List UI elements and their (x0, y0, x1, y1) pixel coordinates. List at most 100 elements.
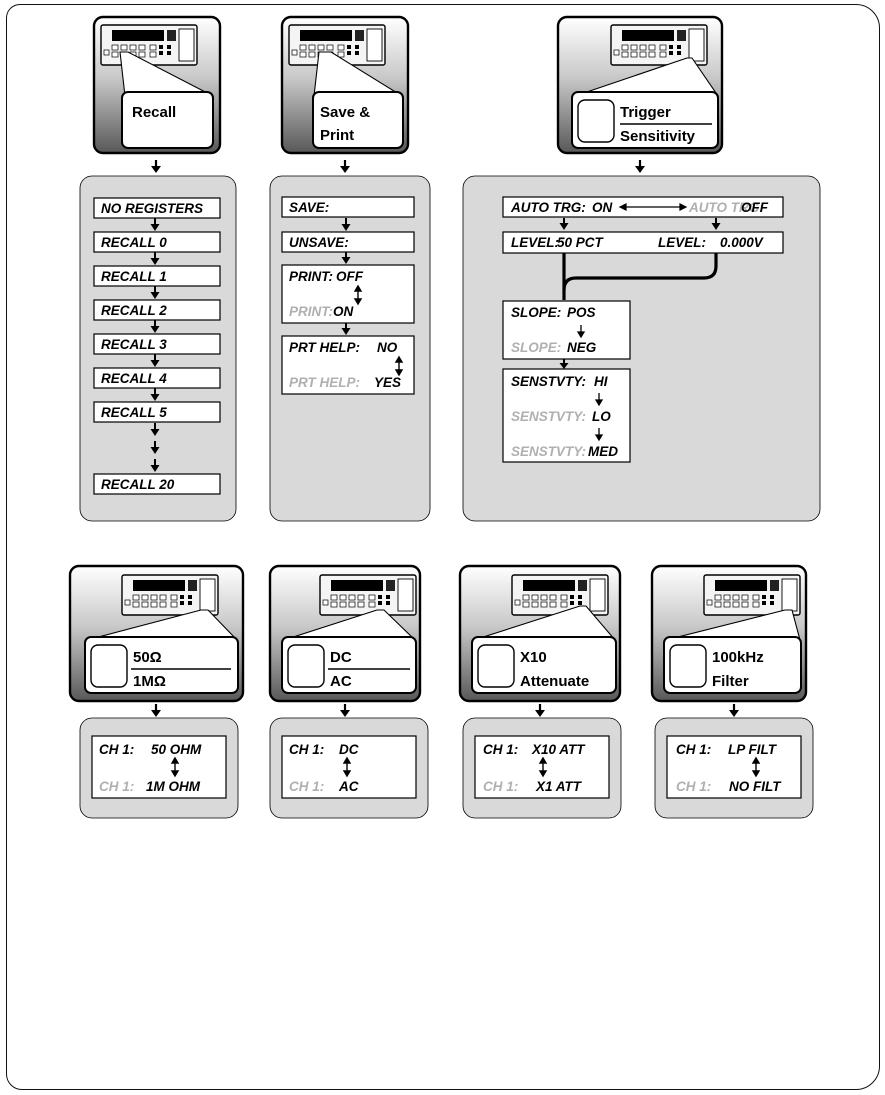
save-display-item (281, 196, 415, 218)
down-arrow-icon (341, 218, 351, 335)
impedance-b: 1M OHM (146, 779, 201, 794)
attenuate-key-label-2: Attenuate (520, 673, 589, 690)
recall-item-last: RECALL 20 (101, 477, 175, 492)
key-cap-icon (287, 644, 325, 688)
slope-label: SLOPE: (511, 305, 561, 320)
down-arrow-icon (340, 704, 350, 717)
attenuate-key-label-1: X10 (520, 649, 547, 666)
instrument-front-panel-icon (121, 574, 219, 616)
auto-trigger-on: ON (592, 200, 613, 215)
recall-item-3: RECALL 2 (101, 303, 167, 318)
trigger-key-label-1: Trigger (620, 104, 671, 121)
down-arrow-icon (559, 359, 569, 369)
print-help-label-dim: PRT HELP: (289, 375, 360, 390)
ch-label: CH 1: (99, 742, 134, 757)
print-help-display-item (281, 335, 415, 395)
recall-item-2: RECALL 1 (101, 269, 167, 284)
filter-menu-panel: CH 1: LP FILT CH 1: NO FILT (654, 717, 814, 819)
level-display (502, 231, 784, 254)
print-help-label: PRT HELP: (289, 340, 360, 355)
page-frame (6, 4, 880, 1090)
ch-label-dim: CH 1: (289, 779, 324, 794)
recall-item-5: RECALL 4 (101, 371, 167, 386)
sensitivity-label-dim: SENSTVTY: (511, 409, 586, 424)
coupling-key-label-1: DC (330, 649, 352, 666)
down-arrow-icon (559, 218, 721, 230)
filter-a: LP FILT (728, 742, 778, 757)
save-item: SAVE: (289, 200, 329, 215)
print-label: PRINT: (289, 269, 333, 284)
level-label-2: LEVEL: (658, 235, 706, 250)
save-print-menu-panel: SAVE: UNSAVE: PRINT: OFF PRINT: ON PRT H… (269, 175, 431, 522)
sensitivity-lo: LO (592, 409, 611, 424)
trigger-key-diagram: Trigger Sensitivity (556, 15, 724, 155)
recall-display-item (93, 367, 221, 389)
impedance-key-label-1: 50Ω (133, 649, 162, 666)
key-cap-icon (577, 99, 615, 143)
filter-key-label-2: Filter (712, 673, 749, 690)
filter-b: NO FILT (729, 779, 782, 794)
key-cap-icon (90, 644, 128, 688)
instrument-front-panel-icon (100, 24, 198, 66)
ch-label-dim: CH 1: (676, 779, 711, 794)
coupling-b: AC (338, 779, 359, 794)
instrument-front-panel-icon (703, 574, 801, 616)
slope-pos: POS (567, 305, 596, 320)
recall-display-item (93, 401, 221, 423)
recall-item-6: RECALL 5 (101, 405, 167, 420)
slope-display (502, 300, 631, 360)
down-arrow-icon (151, 704, 161, 717)
save-print-key-label-1: Save & (320, 104, 370, 121)
coupling-menu-panel: CH 1: DC CH 1: AC (269, 717, 429, 819)
ch-label: CH 1: (289, 742, 324, 757)
print-label-dim: PRINT: (289, 304, 333, 319)
recall-display-item (93, 231, 221, 253)
recall-display-item (93, 473, 221, 495)
impedance-menu-panel: CH 1: 50 OHM CH 1: 1M OHM (79, 717, 239, 819)
recall-display-item (93, 197, 221, 219)
print-on: ON (333, 304, 354, 319)
down-arrow-icon (151, 160, 161, 173)
key-cap-icon (477, 644, 515, 688)
down-arrow-icon (535, 704, 545, 717)
toggle-arrow-icon (170, 756, 761, 778)
down-small-arrow-icon (594, 393, 604, 442)
filter-key-diagram: 100kHz Filter (650, 564, 808, 703)
instrument-front-panel-icon (511, 574, 609, 616)
down-arrow-icon (635, 160, 645, 173)
level-volt: 0.000V (720, 235, 764, 250)
impedance-key-diagram: 50Ω 1MΩ (68, 564, 245, 703)
impedance-a: 50 OHM (151, 742, 202, 757)
flow-connector (562, 253, 718, 291)
save-print-key-diagram: Save & Print (280, 15, 410, 155)
sensitivity-display (502, 368, 631, 463)
recall-key-diagram: Recall (92, 15, 222, 155)
unsave-display-item (281, 231, 415, 253)
ch-label: CH 1: (676, 742, 711, 757)
recall-item-1: RECALL 0 (101, 235, 167, 250)
toggle-arrow-icon (618, 203, 688, 211)
attenuate-key-diagram: X10 Attenuate (458, 564, 622, 703)
auto-trigger-label: AUTO TRG: (510, 200, 586, 215)
print-display-item (281, 264, 415, 324)
attenuate-a: X10 ATT (531, 742, 586, 757)
ch-label-dim: CH 1: (483, 779, 518, 794)
sensitivity-med: MED (588, 444, 618, 459)
instrument-front-panel-icon (319, 574, 417, 616)
auto-trigger-off: OFF (741, 200, 769, 215)
coupling-key-diagram: DC AC (268, 564, 422, 703)
print-help-yes: YES (374, 375, 401, 390)
coupling-key-label-2: AC (330, 673, 352, 690)
recall-display-item (93, 265, 221, 287)
filter-key-label-1: 100kHz (712, 649, 764, 666)
down-arrow-icon (340, 160, 350, 173)
impedance-key-label-2: 1MΩ (133, 673, 166, 690)
key-cap-icon (669, 644, 707, 688)
slope-neg: NEG (567, 340, 597, 355)
coupling-a: DC (339, 742, 359, 757)
unsave-item: UNSAVE: (289, 235, 349, 250)
slope-label-dim: SLOPE: (511, 340, 561, 355)
save-print-key-label-2: Print (320, 127, 354, 144)
attenuate-menu-panel: CH 1: X10 ATT CH 1: X1 ATT (462, 717, 622, 819)
sensitivity-hi: HI (594, 374, 608, 389)
